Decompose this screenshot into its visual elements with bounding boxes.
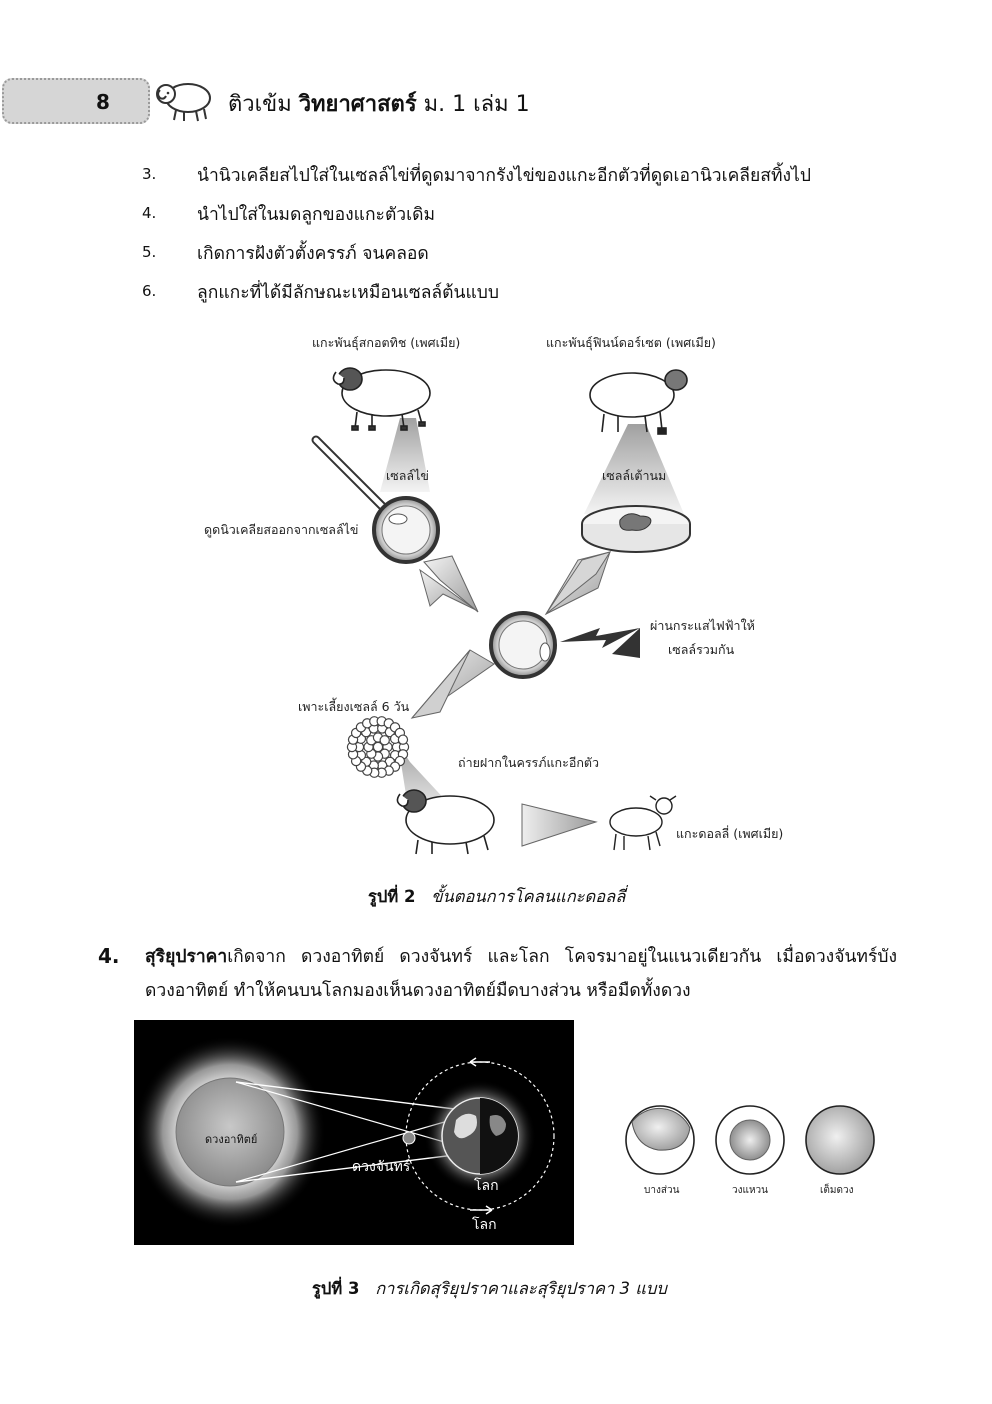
- caption-text: การเกิดสุริยุปราคาและสุริยุปราคา 3 แบบ: [375, 1279, 667, 1298]
- item-text-1: เกิดจาก ดวงอาทิตย์ ดวงจันทร์ และโลก โคจร…: [227, 947, 897, 967]
- partial-eclipse-icon: [625, 1105, 695, 1175]
- beam-udder: [584, 424, 684, 514]
- figure3-caption: รูปที่ 3 การเกิดสุริยุปราคาและสุริยุปราค…: [312, 1276, 667, 1302]
- label-mammary-cell: เซลล์เต้านม: [602, 468, 667, 483]
- step-number: 3.: [142, 165, 157, 183]
- list-item: 4. นำไปใส่ในมดลูกของแกะตัวเดิม: [0, 194, 992, 230]
- annular-eclipse-icon: [715, 1105, 785, 1175]
- label-annular: วงแหวน: [732, 1185, 768, 1196]
- page-number-box: 8: [2, 78, 150, 124]
- step-number: 5.: [142, 243, 157, 261]
- label-electric-2: เซลล์รวมกัน: [668, 642, 735, 657]
- lightning-icon: [560, 628, 640, 648]
- dolly-lamb: [609, 795, 677, 851]
- label-culture: เพาะเลี้ยงเซลล์ 6 วัน: [298, 699, 410, 714]
- moon: [402, 1131, 416, 1145]
- finn-dorset-sheep: [589, 369, 688, 435]
- eclipse-types: [625, 1105, 875, 1175]
- item-4-line-1: สุริยุปราคาเกิดจาก ดวงอาทิตย์ ดวงจันทร์ …: [145, 942, 897, 970]
- step-text: เกิดการฝังตัวตั้งครรภ์ จนคลอด: [197, 244, 429, 264]
- figure2-caption: รูปที่ 2 ขั้นตอนการโคลนแกะดอลลี่: [368, 884, 625, 910]
- step-text: นำไปใส่ในมดลูกของแกะตัวเดิม: [197, 205, 436, 225]
- label-moon: ดวงจันทร์: [352, 1159, 411, 1175]
- step-number: 4.: [142, 204, 157, 222]
- header-title-subject: วิทยาศาสตร์: [298, 92, 417, 117]
- header-title: ติวเข้ม วิทยาศาสตร์ ม. 1 เล่ม 1: [228, 86, 530, 121]
- step-text: ลูกแกะที่ได้มีลักษณะเหมือนเซลล์ต้นแบบ: [197, 283, 499, 303]
- step-number: 6.: [142, 282, 157, 300]
- list-item: 5. เกิดการฝังตัวตั้งครรภ์ จนคลอด: [0, 233, 992, 269]
- scottish-sheep: [332, 367, 431, 431]
- label-suck-nucleus: ดูดนิวเคลียสออกจากเซลล์ไข่: [204, 522, 359, 537]
- caption-number: รูปที่ 3: [312, 1279, 360, 1298]
- label-dolly: แกะดอลลี่ (เพศเมีย): [676, 826, 784, 841]
- list-item: 3. นำนิวเคลียสไปใส่ในเซลล์ไข่ที่ดูดมาจาก…: [0, 155, 992, 191]
- header-title-level: ม. 1 เล่ม 1: [423, 92, 530, 117]
- label-scottish-sheep: แกะพันธุ์สกอตทิช (เพศเมีย): [312, 335, 461, 350]
- orbit-arrow-top: [469, 1057, 490, 1067]
- orbit-arrow-bottom: [470, 1205, 493, 1215]
- beam-egg: [380, 418, 430, 492]
- label-electric-1: ผ่านกระแสไฟฟ้าให้: [650, 618, 755, 633]
- label-transfer: ถ่ายฝากในครรภ์แกะอีกตัว: [458, 755, 600, 770]
- surrogate-sheep: [396, 789, 495, 855]
- item-4-line-2: ดวงอาทิตย์ ทำให้คนบนโลกมองเห็นดวงอาทิตย์…: [145, 981, 691, 1001]
- label-total: เต็มดวง: [820, 1185, 854, 1196]
- sun: [175, 1077, 285, 1187]
- arrow-egg-to-fusion: [419, 568, 477, 611]
- page-header: 8 ติวเข้ม วิทยาศาสตร์ ม. 1 เล่ม 1: [0, 72, 600, 132]
- total-eclipse-icon: [805, 1105, 875, 1175]
- caption-number: รูปที่ 2: [368, 887, 416, 906]
- label-finn-dorset-sheep: แกะพันธุ์ฟินน์ดอร์เซต (เพศเมีย): [546, 335, 716, 350]
- cloning-diagram: [311, 367, 691, 855]
- embryo-cell: [379, 735, 390, 746]
- sheep-logo-icon: [156, 83, 211, 122]
- header-title-prefix: ติวเข้ม: [228, 92, 292, 117]
- eclipse-diagram: [134, 1020, 574, 1245]
- label-egg-cell: เซลล์ไข่: [386, 468, 429, 483]
- caption-text: ขั้นตอนการโคลนแกะดอลลี่: [431, 887, 626, 906]
- label-earth-inner: โลก: [474, 1178, 499, 1194]
- petri-dish: [581, 505, 691, 553]
- step-text: นำนิวเคลียสไปใส่ในเซลล์ไข่ที่ดูดมาจากรัง…: [197, 166, 811, 186]
- item-number: 4.: [98, 944, 120, 968]
- label-partial: บางส่วน: [644, 1185, 680, 1196]
- item-term: สุริยุปราคา: [145, 947, 228, 967]
- list-item: 6. ลูกแกะที่ได้มีลักษณะเหมือนเซลล์ต้นแบบ: [0, 272, 992, 308]
- label-earth-orbit: โลก: [472, 1217, 497, 1233]
- embryo-cluster: [346, 716, 410, 778]
- arrow-to-dolly: [521, 803, 598, 847]
- embryo-cell: [397, 734, 409, 745]
- label-sun: ดวงอาทิตย์: [205, 1133, 258, 1146]
- page-number: 8: [96, 90, 110, 114]
